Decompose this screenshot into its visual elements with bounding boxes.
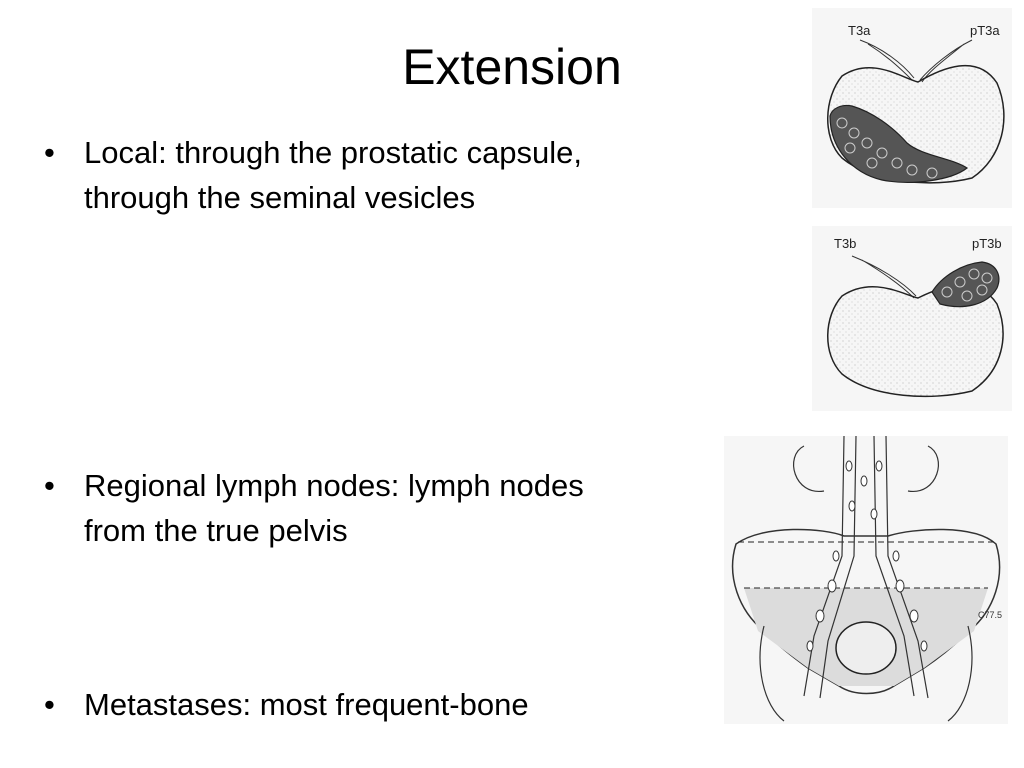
bullet-local-line2: through the seminal vesicles: [84, 180, 476, 215]
bullet-regional-line2: from the true pelvis: [84, 513, 348, 548]
bullet-regional-line1: Regional lymph nodes: lymph nodes: [84, 468, 584, 503]
bullet-dot: •: [44, 135, 55, 170]
pelvis-code-label: C77.5: [978, 610, 1002, 620]
t3b-label: T3b: [834, 236, 856, 251]
t3a-label: T3a: [848, 23, 871, 38]
bullet-metastases-line1: Metastases: most frequent-bone: [84, 687, 529, 722]
pt3b-label: pT3b: [972, 236, 1002, 251]
bullet-local-line1: Local: through the prostatic capsule,: [84, 135, 583, 170]
bullet-dot: •: [44, 687, 55, 722]
bullet-dot: •: [44, 468, 55, 503]
t3a-prostate-illustration: T3a pT3a: [812, 8, 1012, 208]
t3b-prostate-illustration: T3b pT3b: [812, 226, 1012, 411]
pelvic-lymph-nodes-illustration: C77.5: [724, 436, 1008, 724]
slide-title: Extension: [402, 39, 622, 95]
pt3a-label: pT3a: [970, 23, 1000, 38]
